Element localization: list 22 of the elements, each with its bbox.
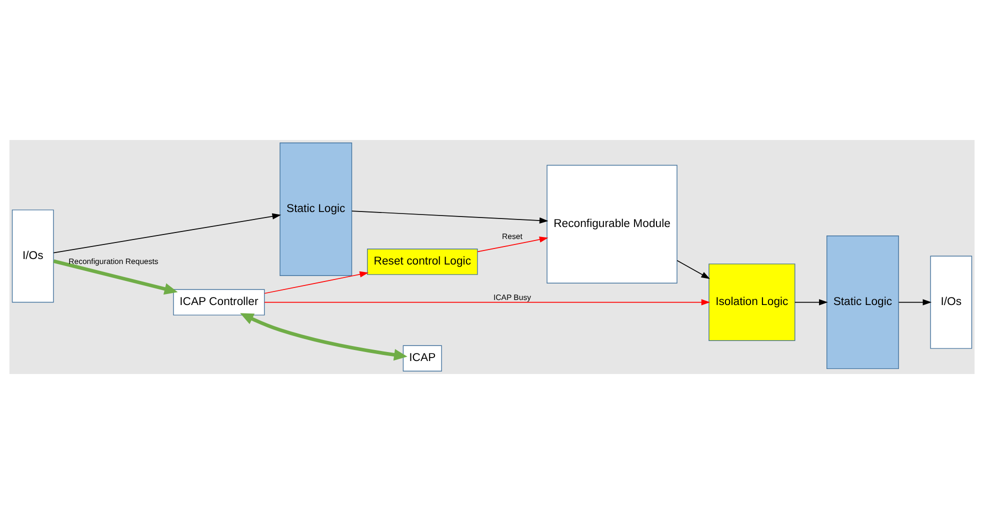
arrow bbox=[351, 210, 548, 224]
arrow bbox=[264, 298, 710, 305]
node-box: Reconfigurable Module bbox=[546, 164, 678, 283]
arrow bbox=[477, 236, 548, 252]
node-box: I/Os bbox=[12, 209, 54, 302]
node-box: Isolation Logic bbox=[708, 263, 796, 340]
node-box: Reset control Logic bbox=[367, 248, 478, 274]
node-box: ICAP bbox=[402, 344, 442, 372]
edge-label: Reset bbox=[502, 231, 522, 240]
arrow bbox=[794, 298, 828, 305]
arrow bbox=[240, 312, 408, 360]
node-box: Static Logic bbox=[280, 142, 352, 276]
node-box: I/Os bbox=[930, 255, 972, 348]
edge-label: Reconfiguration Requests bbox=[68, 256, 158, 266]
node-box: ICAP Controller bbox=[173, 288, 265, 315]
arrow bbox=[53, 258, 178, 294]
arrow bbox=[676, 260, 710, 279]
node-box: Static Logic bbox=[826, 235, 899, 369]
arrow bbox=[898, 298, 932, 305]
arrow bbox=[53, 212, 282, 253]
arrow bbox=[264, 270, 369, 294]
edge-label: ICAP Busy bbox=[493, 292, 532, 302]
